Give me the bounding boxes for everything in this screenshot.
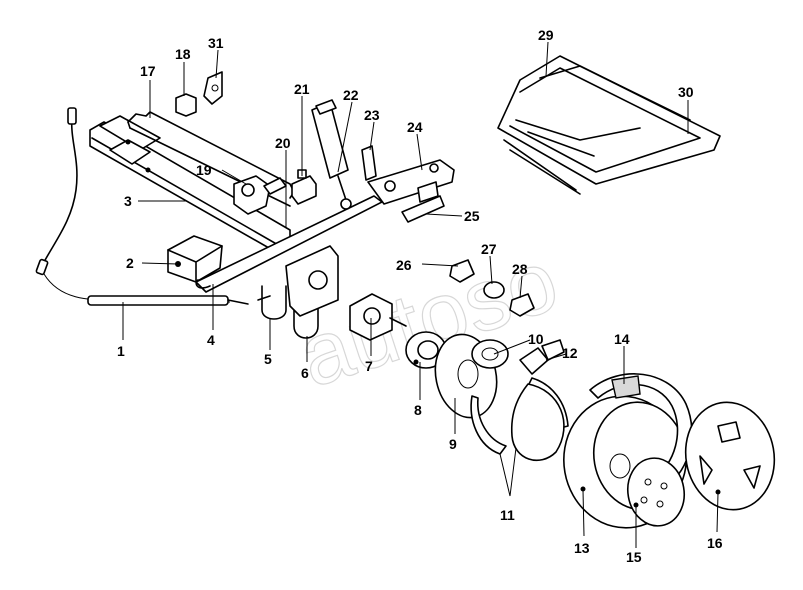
part-rubber-bushing	[175, 93, 197, 117]
part-rear-frame	[497, 55, 721, 195]
callout-1: 1	[117, 343, 125, 359]
callout-5: 5	[264, 351, 272, 367]
part-shock-absorber	[311, 99, 352, 210]
callout-2: 2	[126, 255, 134, 271]
callout-28: 28	[512, 261, 528, 277]
callout-10: 10	[528, 331, 544, 347]
callout-30: 30	[678, 84, 694, 100]
part-adjuster	[519, 339, 565, 375]
part-wheel-cylinder	[471, 339, 509, 369]
callout-16: 16	[707, 535, 723, 551]
callout-4: 4	[207, 332, 215, 348]
callout-24: 24	[407, 119, 423, 135]
part-bracket	[167, 235, 223, 283]
callout-11: 11	[500, 507, 515, 523]
callout-7: 7	[365, 358, 373, 374]
callout-8: 8	[414, 402, 422, 418]
callout-17: 17	[140, 63, 156, 79]
callout-leaders	[122, 41, 719, 548]
part-stub-axle	[349, 293, 407, 341]
part-hub-cap	[684, 401, 776, 511]
callout-21: 21	[294, 81, 310, 97]
part-brake-valve	[233, 175, 287, 215]
part-link	[361, 145, 377, 181]
callout-12: 12	[562, 345, 578, 361]
callout-19: 19	[196, 162, 212, 178]
part-u-bolt-large	[293, 289, 319, 339]
callout-13: 13	[574, 540, 590, 556]
part-clamp	[203, 71, 223, 105]
callout-labels: 1 2 3 4 5 6 7 8 9 10 11 12 13 14 15 16 1…	[117, 27, 723, 565]
callout-26: 26	[396, 257, 412, 273]
part-bump-stop	[291, 169, 317, 205]
callout-14: 14	[614, 331, 630, 347]
callout-18: 18	[175, 46, 191, 62]
part-shackle	[401, 181, 445, 223]
part-brake-shoes	[470, 377, 569, 462]
callout-3: 3	[124, 193, 132, 209]
part-bushing-27	[483, 281, 505, 299]
callout-31: 31	[208, 35, 224, 51]
callout-29: 29	[538, 27, 554, 43]
part-bushing-28	[509, 293, 535, 317]
callout-6: 6	[301, 365, 309, 381]
part-axle-plate	[285, 245, 339, 317]
part-u-bolt-small	[257, 285, 287, 320]
callout-9: 9	[449, 436, 457, 452]
callout-15: 15	[626, 549, 642, 565]
callout-22: 22	[343, 87, 359, 103]
callout-27: 27	[481, 241, 497, 257]
part-wheel-hub	[627, 457, 685, 527]
callout-25: 25	[464, 208, 480, 224]
part-spring-hanger	[367, 159, 455, 205]
callout-23: 23	[364, 107, 380, 123]
callout-20: 20	[275, 135, 291, 151]
